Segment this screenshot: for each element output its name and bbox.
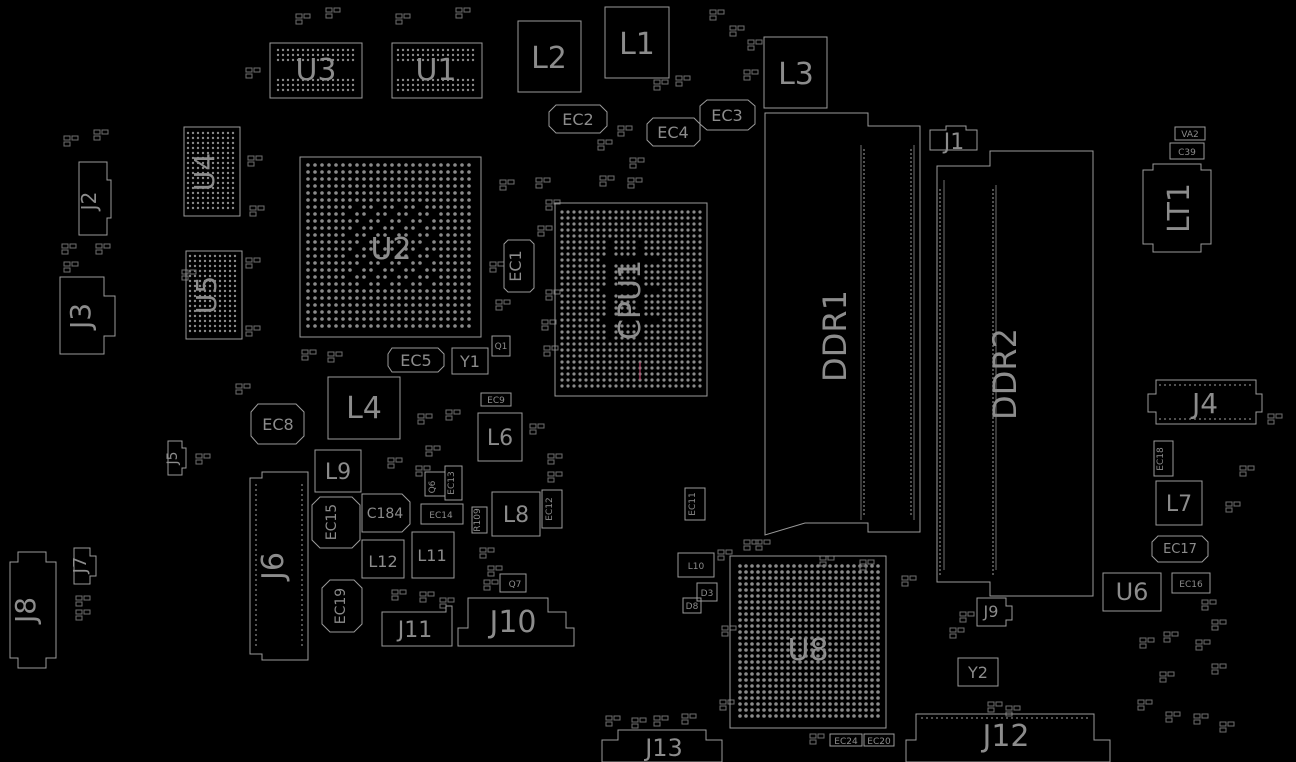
ref-ec14: EC14 <box>429 511 453 521</box>
ref-l12: L12 <box>368 552 397 571</box>
ref-ec17: EC17 <box>1163 542 1197 557</box>
ref-u3: U3 <box>295 53 336 88</box>
ref-j5: J5 <box>165 451 181 465</box>
ref-va2: VA2 <box>1181 130 1198 140</box>
ref-ec5: EC5 <box>400 351 431 370</box>
ref-j12: J12 <box>980 719 1029 754</box>
ref-ddr2: DDR2 <box>986 328 1024 420</box>
ref-ec1: EC1 <box>506 250 525 281</box>
ref-ec3: EC3 <box>711 106 742 125</box>
ref-r109: R109 <box>473 508 483 532</box>
ref-l9: L9 <box>325 460 351 485</box>
ref-j9: J9 <box>983 602 999 621</box>
ref-y2: Y2 <box>967 663 988 682</box>
ref-j10: J10 <box>487 605 536 640</box>
ref-l6: L6 <box>487 426 513 451</box>
ref-l7: L7 <box>1166 492 1192 517</box>
ref-j13: J13 <box>643 734 683 762</box>
ref-cpu1: CPU1 <box>613 260 648 340</box>
ref-ec20: EC20 <box>867 737 891 747</box>
ref-c39: C39 <box>1178 148 1196 158</box>
ref-c184: C184 <box>367 506 404 522</box>
ref-y1: Y1 <box>459 352 480 371</box>
ref-u2: U2 <box>370 232 411 267</box>
ref-ec19: EC19 <box>333 588 349 624</box>
ref-q6: Q6 <box>428 480 438 493</box>
ref-l3: L3 <box>778 57 814 92</box>
ref-ec11: EC11 <box>688 492 698 515</box>
ref-ec18: EC18 <box>1156 447 1166 471</box>
ref-j6: J6 <box>256 552 291 582</box>
ref-u6: U6 <box>1116 578 1149 606</box>
label-layer: U3 U1 L2 L1 L3 EC2 EC4 EC3 J1 VA2 C39 LT… <box>9 27 1218 762</box>
ref-ec4: EC4 <box>657 123 688 142</box>
ref-j2: J2 <box>77 192 101 213</box>
ref-ec8: EC8 <box>262 415 293 434</box>
ref-ec12: EC12 <box>545 497 555 520</box>
ref-q1: Q1 <box>495 342 508 352</box>
ref-u8: U8 <box>787 633 828 668</box>
ref-j7: J7 <box>70 557 91 575</box>
ref-j8: J8 <box>9 597 42 625</box>
ref-j1: J1 <box>942 130 965 155</box>
ref-l10: L10 <box>688 562 705 572</box>
ref-l11: L11 <box>417 546 446 565</box>
ref-ec15: EC15 <box>324 504 340 540</box>
ref-j11: J11 <box>396 618 432 643</box>
ref-l4: L4 <box>346 391 382 426</box>
ref-ec13: EC13 <box>447 471 457 494</box>
ref-j3: J3 <box>64 303 97 331</box>
pad-layer <box>61 7 1283 745</box>
ref-lt1: LT1 <box>1162 183 1197 233</box>
ref-ec2: EC2 <box>562 110 593 129</box>
ref-j4: J4 <box>1190 387 1218 420</box>
outline-layer <box>9 6 1263 762</box>
ref-ec16: EC16 <box>1179 580 1203 590</box>
ref-l2: L2 <box>531 41 567 76</box>
ref-d8: D8 <box>686 602 699 612</box>
ref-l8: L8 <box>503 503 529 528</box>
ref-u1: U1 <box>415 53 456 88</box>
ref-d3: D3 <box>701 589 714 599</box>
ref-ec9: EC9 <box>487 396 505 406</box>
ref-u4: U4 <box>188 153 221 191</box>
ref-q7: Q7 <box>509 580 522 590</box>
ref-ec24: EC24 <box>834 737 858 747</box>
ref-l1: L1 <box>619 27 655 62</box>
ref-u5: U5 <box>190 276 223 314</box>
ref-ddr1: DDR1 <box>816 290 854 382</box>
